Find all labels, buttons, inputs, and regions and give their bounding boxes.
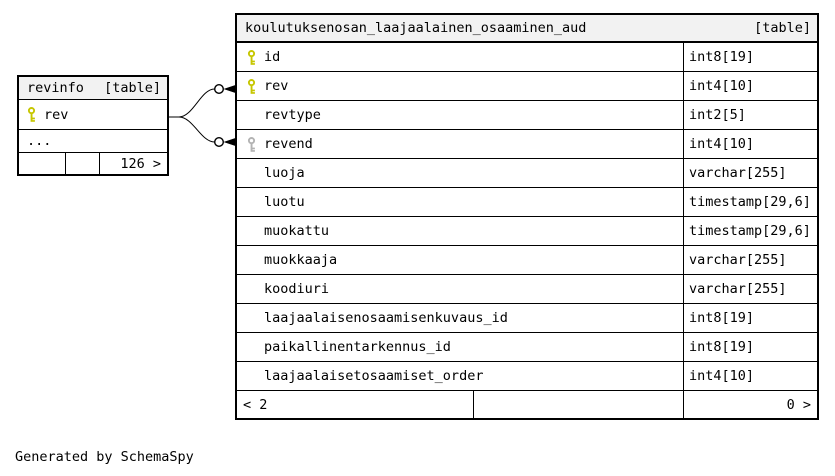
- column-name: rev: [44, 106, 69, 123]
- column-type: int4[10]: [683, 362, 817, 390]
- column-row: revtype int2[5]: [237, 101, 817, 130]
- column-name: laajaalaisenosaamisenkuvaus_id: [264, 310, 508, 326]
- table-badge: [table]: [104, 80, 161, 96]
- column-type: timestamp[29,6]: [683, 188, 817, 216]
- column-type: int4[10]: [683, 130, 817, 158]
- key-icon: [27, 107, 36, 123]
- children-count-nav[interactable]: 0 >: [683, 391, 817, 418]
- column-row: rev int4[10]: [237, 72, 817, 101]
- key-icon: [247, 78, 256, 95]
- column-name: muokkaaja: [264, 252, 338, 268]
- column-name: muokattu: [264, 223, 330, 239]
- parents-count-nav[interactable]: < 2: [243, 396, 268, 413]
- column-name: koodiuri: [264, 281, 330, 297]
- column-type: varchar[255]: [683, 275, 817, 303]
- table-revinfo: revinfo [table] rev ... 126 >: [17, 75, 169, 176]
- generator-credit: Generated by SchemaSpy: [15, 449, 194, 465]
- footer-cell-empty: [19, 153, 65, 174]
- column-row: koodiuri varchar[255]: [237, 275, 817, 304]
- footer-cell-empty: [65, 153, 99, 174]
- column-row: id int8[19]: [237, 43, 817, 72]
- connector-dot-icon: [213, 83, 224, 94]
- key-icon: [247, 136, 256, 153]
- column-name: id: [264, 49, 281, 65]
- column-type: int2[5]: [683, 101, 817, 129]
- table-name: koulutuksenosan_laajaalainen_osaaminen_a…: [245, 20, 587, 36]
- children-count-nav[interactable]: 126 >: [99, 153, 167, 174]
- columns-ellipsis: ...: [19, 130, 167, 153]
- table-koulutuksenosan-laajaalainen-osaaminen-aud: koulutuksenosan_laajaalainen_osaaminen_a…: [235, 13, 819, 420]
- column-name: luotu: [264, 194, 305, 210]
- table-badge: [table]: [754, 20, 811, 36]
- column-row: laajaalaisenosaamisenkuvaus_id int8[19]: [237, 304, 817, 333]
- column-row: muokattu timestamp[29,6]: [237, 217, 817, 246]
- column-row-rev: rev: [19, 100, 167, 130]
- column-name: rev: [264, 78, 289, 94]
- column-row: muokkaaja varchar[255]: [237, 246, 817, 275]
- column-type: int4[10]: [683, 72, 817, 100]
- column-type: varchar[255]: [683, 159, 817, 187]
- footer-cell-empty: [473, 391, 683, 418]
- table-revinfo-footer: 126 >: [19, 153, 167, 174]
- column-row: luotu timestamp[29,6]: [237, 188, 817, 217]
- column-type: varchar[255]: [683, 246, 817, 274]
- column-type: int8[19]: [683, 43, 817, 71]
- column-type: int8[19]: [683, 304, 817, 332]
- column-name: revend: [264, 136, 313, 152]
- column-row: paikallinentarkennus_id int8[19]: [237, 333, 817, 362]
- key-icon: [247, 49, 256, 66]
- column-row: revend int4[10]: [237, 130, 817, 159]
- table-aud-footer: < 2 0 >: [237, 391, 817, 418]
- column-name: revtype: [264, 107, 321, 123]
- column-type: int8[19]: [683, 333, 817, 361]
- table-name: revinfo: [27, 80, 84, 96]
- connector-dot-icon: [213, 136, 224, 147]
- column-type: timestamp[29,6]: [683, 217, 817, 245]
- column-name: laajaalaisetosaamiset_order: [264, 368, 484, 384]
- column-name: paikallinentarkennus_id: [264, 339, 451, 355]
- table-aud-header[interactable]: koulutuksenosan_laajaalainen_osaaminen_a…: [237, 15, 817, 43]
- column-row: luoja varchar[255]: [237, 159, 817, 188]
- column-name: luoja: [264, 165, 305, 181]
- column-row: laajaalaisetosaamiset_order int4[10]: [237, 362, 817, 391]
- table-revinfo-header[interactable]: revinfo [table]: [19, 77, 167, 100]
